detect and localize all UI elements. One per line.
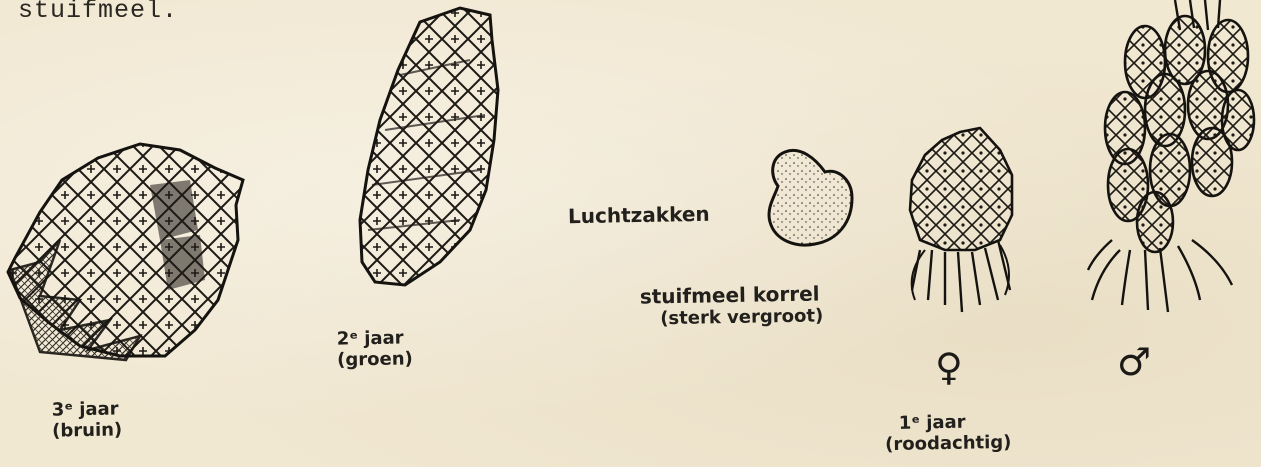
cone-third-year-drawing <box>8 144 243 360</box>
label-cone-third-year-line1: 3ᵉ jaar <box>52 398 122 420</box>
label-cone-first-year-line1: 1ᵉ jaar <box>899 411 1012 434</box>
label-cone-second-year-line2: (groen) <box>337 348 413 370</box>
label-cone-second-year: 2ᵉ jaar (groen) <box>337 327 413 370</box>
label-cone-first-year: 1ᵉ jaar (roodachtig) <box>885 411 1012 455</box>
label-cone-second-year-line1: 2ᵉ jaar <box>337 327 413 349</box>
label-cone-third-year-line2: (bruin) <box>52 419 122 441</box>
label-pollen-grain-line1: stuifmeel korrel <box>640 281 823 308</box>
cone-second-year-drawing <box>360 8 498 285</box>
female-cone-first-year-drawing <box>910 128 1012 312</box>
label-cone-first-year-line2: (roodachtig) <box>885 432 1012 455</box>
label-pollen-grain-line2: (sterk vergroot) <box>660 305 823 329</box>
pollen-grain-drawing <box>769 150 852 245</box>
male-symbol: ♂ <box>1117 340 1151 384</box>
label-air-sacs: Luchtzakken <box>568 202 710 228</box>
label-cone-third-year: 3ᵉ jaar (bruin) <box>52 398 123 441</box>
male-cone-cluster-drawing <box>1088 0 1254 312</box>
label-pollen-grain: stuifmeel korrel (sterk vergroot) <box>640 281 824 329</box>
female-symbol: ♀ <box>935 345 963 389</box>
